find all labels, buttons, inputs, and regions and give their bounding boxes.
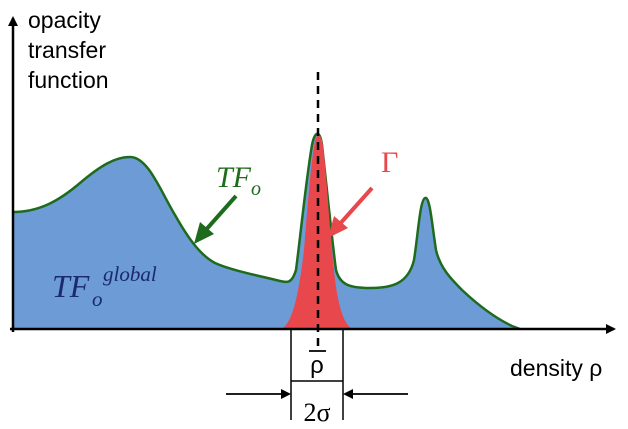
tf-label: TFo (216, 161, 261, 200)
tf-label-subscript: o (251, 178, 261, 200)
transfer-function-outline (12, 132, 521, 331)
gamma-annotation-arrow-head (328, 216, 348, 238)
gamma-annotation-arrow-shaft (336, 186, 374, 228)
gamma-label: Γ (381, 146, 398, 179)
x-axis-label: density ρ (510, 355, 602, 381)
tf-global-superscript: global (103, 262, 157, 286)
two-sigma-label: 2σ (303, 398, 330, 427)
tf-global-label: TF (52, 268, 90, 304)
tf-global-subscript: o (92, 287, 103, 311)
rho-bar-label: ρ (310, 352, 324, 379)
y-axis-label-line-1: opacity (28, 7, 101, 33)
tf-annotation-arrow-shaft (202, 194, 238, 234)
y-axis-label-line-2: transfer (28, 37, 106, 63)
global-transfer-function-area (13, 133, 520, 329)
tf-annotation-arrow-head (194, 222, 214, 244)
y-axis-label-line-3: function (28, 67, 109, 93)
